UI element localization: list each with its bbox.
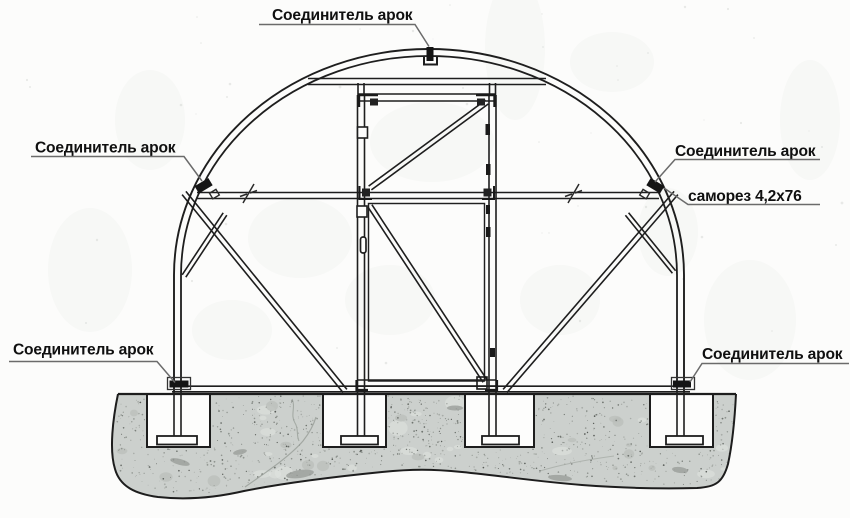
svg-text:Соединитель арок: Соединитель арок (13, 342, 154, 359)
svg-text:Соединитель арок: Соединитель арок (35, 140, 176, 157)
svg-text:Соединитель арок: Соединитель арок (272, 7, 413, 24)
svg-text:Соединитель арок: Соединитель арок (675, 143, 816, 160)
svg-text:саморез 4,2х76: саморез 4,2х76 (688, 188, 802, 205)
svg-text:Соединитель арок: Соединитель арок (702, 346, 843, 363)
